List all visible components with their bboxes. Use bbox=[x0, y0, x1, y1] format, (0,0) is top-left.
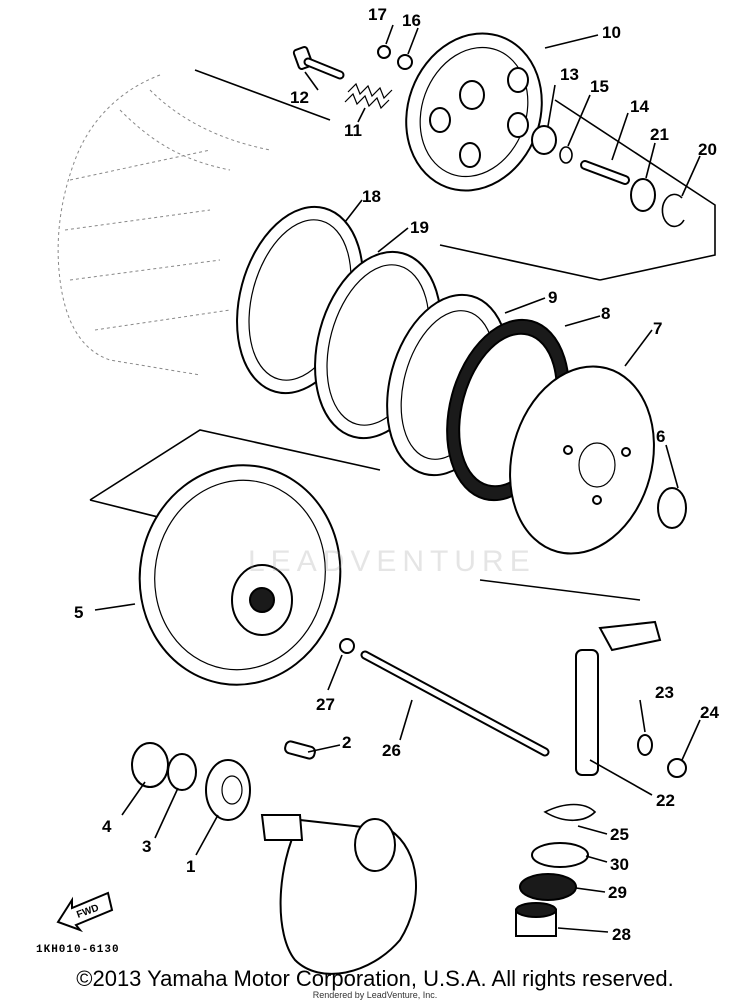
label-23: 23 bbox=[655, 683, 674, 702]
label-3: 3 bbox=[142, 837, 151, 856]
part-spring bbox=[344, 82, 393, 110]
part-washer-3 bbox=[167, 753, 197, 791]
label-28: 28 bbox=[612, 925, 631, 944]
label-16: 16 bbox=[402, 11, 421, 30]
part-push-rod-26 bbox=[360, 650, 550, 757]
assembly-box-upper bbox=[194, 69, 716, 281]
part-washer-16 bbox=[397, 54, 413, 70]
part-nut-21 bbox=[630, 178, 656, 212]
drawing-code: 1KH010-6130 bbox=[36, 944, 120, 956]
label-5: 5 bbox=[74, 603, 83, 622]
part-clutch-boss bbox=[509, 365, 655, 555]
part-washer-23 bbox=[637, 734, 653, 756]
label-6: 6 bbox=[656, 427, 665, 446]
part-bushing-28 bbox=[515, 902, 557, 937]
part-lock-washer-6 bbox=[657, 487, 687, 529]
label-22: 22 bbox=[656, 791, 675, 810]
label-2: 2 bbox=[342, 733, 351, 752]
label-29: 29 bbox=[608, 883, 627, 902]
part-circlip-30 bbox=[531, 842, 589, 868]
label-20: 20 bbox=[698, 140, 717, 159]
engine-case-outline bbox=[57, 74, 271, 376]
part-gear-1 bbox=[205, 759, 251, 821]
part-spring-25 bbox=[543, 803, 597, 822]
fwd-arrow-icon: FWD bbox=[56, 891, 114, 933]
part-push-lever-shaft bbox=[575, 620, 662, 776]
label-21: 21 bbox=[650, 125, 669, 144]
label-17: 17 bbox=[368, 5, 387, 24]
label-13: 13 bbox=[560, 65, 579, 84]
part-washer-13 bbox=[531, 125, 557, 155]
label-18: 18 bbox=[362, 187, 381, 206]
part-pin-2 bbox=[284, 740, 316, 760]
label-10: 10 bbox=[602, 23, 621, 42]
label-30: 30 bbox=[610, 855, 629, 874]
watermark: LEADVENTURE bbox=[248, 545, 536, 578]
part-o-ring bbox=[559, 146, 573, 164]
label-24: 24 bbox=[700, 703, 719, 722]
leader-lines bbox=[94, 24, 701, 933]
part-ball-27 bbox=[339, 638, 355, 654]
rendered-by-notice: Rendered by LeadVenture, Inc. bbox=[312, 990, 438, 1000]
label-1: 1 bbox=[186, 857, 195, 876]
label-27: 27 bbox=[316, 695, 335, 714]
label-14: 14 bbox=[630, 97, 649, 116]
part-seal-29 bbox=[519, 873, 577, 901]
label-8: 8 bbox=[601, 304, 610, 323]
label-7: 7 bbox=[653, 319, 662, 338]
label-15: 15 bbox=[590, 77, 609, 96]
part-number-labels: 17 16 10 12 11 13 15 14 21 20 18 19 9 8 … bbox=[74, 5, 719, 944]
part-washer-4 bbox=[131, 742, 169, 788]
label-9: 9 bbox=[548, 288, 557, 307]
part-circlip-20 bbox=[661, 193, 685, 228]
label-11: 11 bbox=[344, 121, 362, 140]
label-19: 19 bbox=[410, 218, 429, 237]
label-25: 25 bbox=[610, 825, 629, 844]
part-pressure-plate bbox=[405, 32, 543, 192]
part-bolt bbox=[292, 46, 345, 80]
copyright-notice: ©2013 Yamaha Motor Corporation, U.S.A. A… bbox=[76, 966, 674, 991]
part-cover bbox=[260, 814, 417, 975]
part-washer-17 bbox=[377, 45, 391, 59]
part-push-rod bbox=[580, 160, 630, 185]
label-26: 26 bbox=[382, 741, 401, 760]
part-screw-24 bbox=[667, 758, 687, 778]
label-12: 12 bbox=[290, 88, 309, 107]
label-4: 4 bbox=[102, 817, 112, 836]
part-primary-driven-gear bbox=[138, 464, 342, 686]
